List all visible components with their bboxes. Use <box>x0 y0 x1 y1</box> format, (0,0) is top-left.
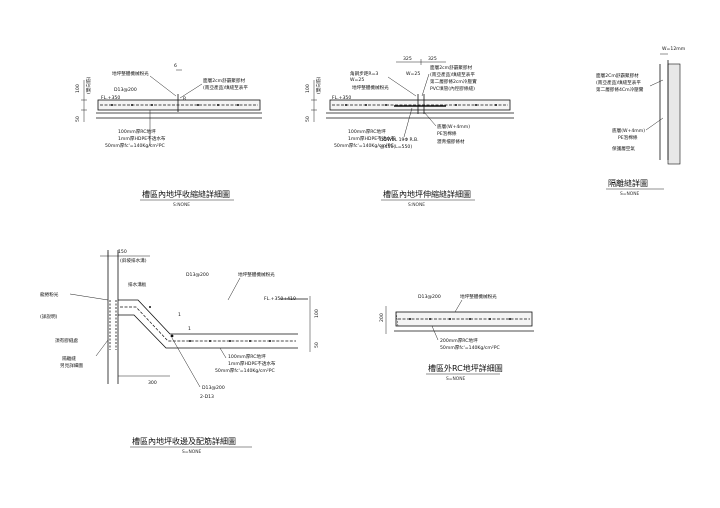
bottom-note-3: 保護層空氣 <box>612 145 635 152</box>
dim-325-a: 325 <box>403 56 412 62</box>
left-label-4: 須有膠縫處 <box>55 337 78 344</box>
bottom-note-1: 100mm厚RC地坪 <box>118 128 156 135</box>
dowel-note-2: @450(L=550) <box>380 144 412 150</box>
dim-50: 50 <box>314 342 320 348</box>
bottom-note-1: 100mm厚RC地坪 <box>228 353 266 360</box>
right-note-2: (南亞產品)填縫至表平 <box>430 71 475 78</box>
elev-label: (雙向筋) <box>85 76 92 94</box>
dim-w: W=12mm <box>662 46 686 52</box>
note-1: 面層2Cm舒霸聚膠材 <box>596 72 639 79</box>
dim-100: 100 <box>75 84 81 93</box>
dim-325-b: 325 <box>428 56 437 62</box>
left-label-2: 排水溝板 <box>128 281 147 288</box>
bottom-note-2: 1mm厚HDPE不透水布 <box>348 135 396 142</box>
dim-100: 100 <box>314 309 320 318</box>
note-top: 地坪整體機械粉光 <box>238 271 275 278</box>
bottom-right-2: PE泡棉條 <box>437 130 457 137</box>
note-sealant-2: (南亞產品)填縫至表平 <box>203 84 248 91</box>
wall-hatch <box>667 63 681 165</box>
dimension-left <box>81 80 87 122</box>
top-label: (斜坡排水溝) <box>120 257 147 264</box>
level-label: FL.+350 <box>332 95 351 101</box>
detail-scale: S=NONE <box>446 376 465 382</box>
rebar-dots <box>409 318 511 320</box>
left-note-2: W=25 <box>350 77 364 83</box>
detail-expansion-joint: (雙向筋) 100 50 FL.+350 325 325 W=25 角鋼步距R=… <box>305 56 514 208</box>
right-note-4: PVC填管(內徑膠條縫) <box>430 85 475 92</box>
detail-scale: S:NONE <box>173 202 190 208</box>
detail-title: 槽區內地坪收縮縫詳細圖 <box>142 189 230 199</box>
right-note-3: 第二層膠條2cm冷壓實 <box>430 78 477 85</box>
detail-contraction-joint: (雙向筋) 100 50 FL.+350 D13@200 6 地坪整體機械粉光 … <box>75 63 262 208</box>
detail-scale: S=NONE <box>182 449 201 455</box>
bottom-note-2: 1mm厚HDPE不透水布 <box>228 360 276 367</box>
note-sealant: 面層2cm舒霸聚膠材 <box>203 77 245 84</box>
left-label-6: 另見詳細圖 <box>60 362 83 369</box>
note-trowel: 地坪整體機械粉光 <box>112 70 149 77</box>
dim-6: 6 <box>174 63 177 69</box>
detail-isolation-joint: W=12mm 面層2Cm舒霸聚膠材 (南亞產品)填縫至表平 第二層膠條4Cm冷壓… <box>596 46 686 197</box>
dim-50: 50 <box>75 116 81 122</box>
rebar-label: D13@200 <box>114 87 137 93</box>
elev-label: (雙向筋) <box>315 76 322 94</box>
detail-scale: S:NONE <box>408 202 425 208</box>
bottom-note-1: 100mm厚RC地坪 <box>348 128 386 135</box>
left-note-1: 角鋼步距R=3 <box>350 70 378 77</box>
slab-bottom <box>118 314 298 349</box>
rebar-bottom-label: D13@200 <box>202 385 225 391</box>
bottom-note-3: 50mm厚fc'=140Kg/cm²PC <box>105 143 165 149</box>
rebar-dots <box>111 104 239 106</box>
dowel-note-1: DOWEL 19Φ R.B. <box>380 137 419 143</box>
bottom-note-2: PE泡棉條 <box>618 134 638 141</box>
note-2: (南亞產品)填縫至表平 <box>596 79 641 86</box>
rebar-top-label: D13@200 <box>186 272 209 278</box>
detail-title: 槽區外RC地坪詳細圖 <box>428 363 503 373</box>
detail-title: 隔離縫詳圖 <box>608 178 648 188</box>
dim-300: 300 <box>148 380 157 386</box>
right-note-1: 面層2cm舒霸聚膠材 <box>430 64 472 71</box>
note-3: 第二層膠條4Cm冷壓實 <box>596 86 644 93</box>
rebar-2-label: 2-D13 <box>200 394 214 400</box>
left-label-1: 龍捲粉光 <box>40 291 59 298</box>
left-label-5: 隔離縫 <box>62 355 76 362</box>
slope-1: 1 <box>188 326 191 332</box>
bottom-right-1: 底層(W+4mm) <box>437 123 470 130</box>
slope-2: 1 <box>178 312 181 318</box>
rebar-line <box>120 306 296 342</box>
bottom-note-2: 50mm厚fc'=140Kg/cm²PC <box>440 345 500 351</box>
detail-exterior-rc-slab: 200 D13@200 地坪整體機械粉光 200mm厚RC地坪 50mm厚fc'… <box>379 293 534 382</box>
bottom-note-1: 底層(W+4mm) <box>612 127 645 134</box>
detail-edge-and-reinforcement: 150 (斜坡排水溝) 龍捲粉光 (詳說明) 須有膠縫處 隔離縫 另見詳細圖 排… <box>40 249 320 455</box>
left-label-3: (詳說明) <box>40 313 58 320</box>
dimension-left <box>311 80 317 122</box>
dim-50: 50 <box>305 116 311 122</box>
bottom-right-3: 瀝青擋膠條材 <box>437 138 465 145</box>
dim-200: 200 <box>379 313 385 322</box>
detail-scale: S=NONE <box>620 191 639 197</box>
slab-top <box>118 299 298 335</box>
note-top: 地坪整體機械粉光 <box>460 293 497 300</box>
bottom-note-1: 200mm厚RC地坪 <box>440 337 478 344</box>
level-label: FL.+350 <box>101 95 120 101</box>
wall-rebar <box>109 300 117 350</box>
left-note-3: 地坪整體機械粉光 <box>352 84 389 91</box>
dimension-top <box>396 59 446 65</box>
bottom-note-3: 50mm厚fc'=140Kg/cm²PC <box>215 368 275 374</box>
detail-title: 槽區內地坪收邊及配筋詳細圖 <box>132 436 236 446</box>
bottom-note-3: 50mm厚fc'=140Kg/cm²PC <box>334 143 394 149</box>
level-label: FL.+350+410 <box>264 296 296 302</box>
rebar-dots <box>149 306 271 342</box>
dim-100: 100 <box>305 84 311 93</box>
dim-150: 150 <box>118 249 127 255</box>
rebar-dots <box>345 104 497 106</box>
rebar-label: D13@200 <box>418 294 441 300</box>
note-r: R <box>183 96 187 102</box>
dim-w: W=25 <box>406 71 420 77</box>
bottom-note-2: 1mm厚HDPE不透水布 <box>118 135 166 142</box>
detail-title: 槽區內地坪伸縮縫詳細圖 <box>383 189 471 199</box>
